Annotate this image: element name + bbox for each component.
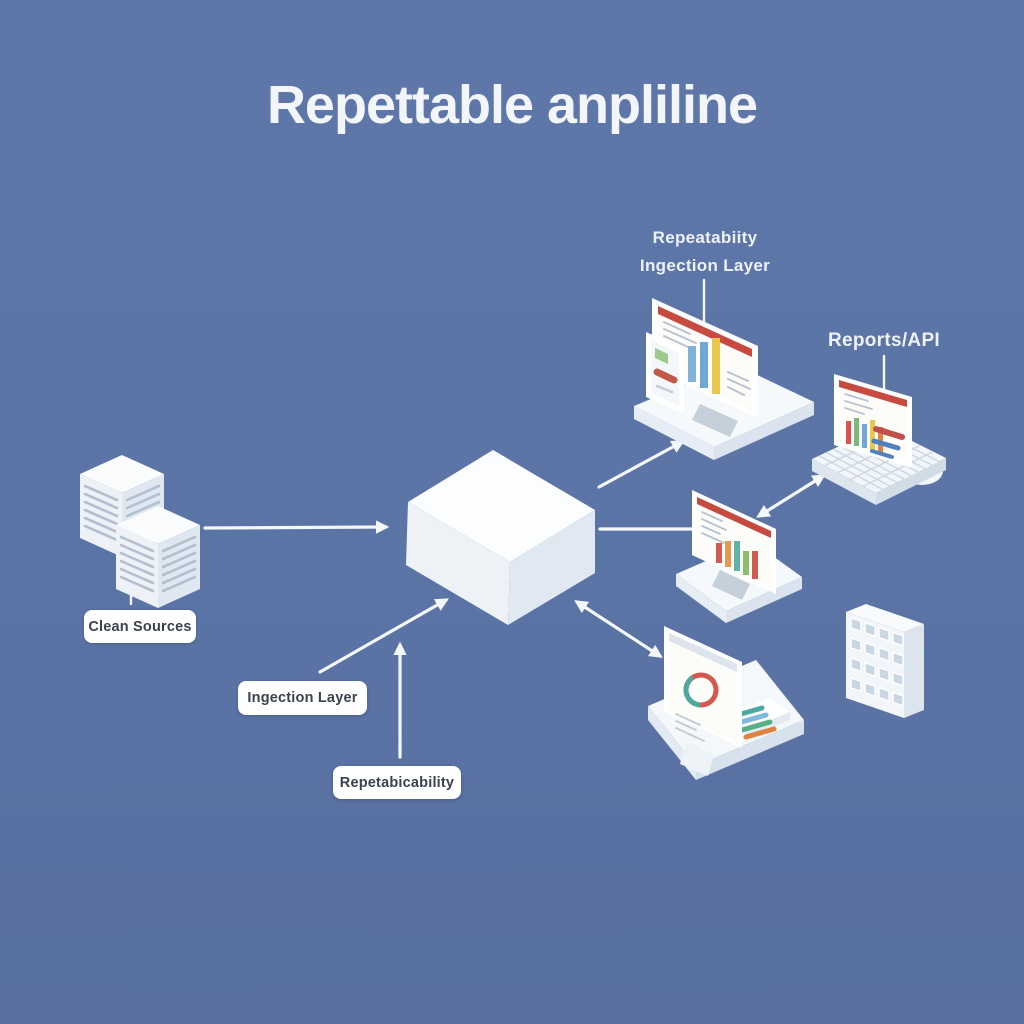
data-servers-icon (80, 455, 200, 608)
bar-chart (846, 418, 883, 453)
monitor-stand (712, 570, 750, 600)
arrow-ingestion-to-cube (318, 598, 449, 674)
ingestion-layer-pill: Ingection Layer (238, 681, 367, 715)
reports-laptop-icon (812, 374, 946, 505)
screen-header-bar (658, 306, 752, 357)
repeatability-pill: Repetabicability (333, 766, 461, 799)
arrow-analytics-laptop-both (756, 474, 826, 518)
arrow-sources-to-cube (203, 520, 390, 534)
phone-icon (646, 332, 684, 414)
ingestion-node-label-line2: Ingection Layer (639, 256, 771, 275)
ingestion-node-label: Repeatabiity Ingection Layer (595, 224, 815, 280)
building-windows (850, 617, 904, 707)
arrow-cube-to-monitor (597, 440, 685, 489)
server-front (116, 506, 200, 608)
pipeline-cube-icon (406, 450, 595, 625)
clean-sources-pill: Clean Sources (84, 610, 196, 643)
arrow-cube-tablet-both (574, 600, 663, 658)
analytics-monitor-icon (676, 490, 802, 623)
bar-chart (716, 541, 758, 579)
ingestion-node-label-line1: Repeatabiity (652, 228, 758, 247)
reports-api-label: Reports/API (827, 330, 941, 351)
screen-toolbar (669, 633, 737, 672)
monitor-stand (692, 404, 738, 437)
insights-tablet-icon (648, 626, 804, 780)
building-icon (846, 604, 924, 718)
screen-header-bar (839, 380, 907, 407)
screen-header-bar (697, 497, 771, 538)
ingestion-monitor-icon (634, 298, 814, 460)
donut-chart (683, 672, 719, 708)
tablet-stand (680, 742, 714, 776)
diagram-title: Repettable anpliline (266, 75, 758, 135)
